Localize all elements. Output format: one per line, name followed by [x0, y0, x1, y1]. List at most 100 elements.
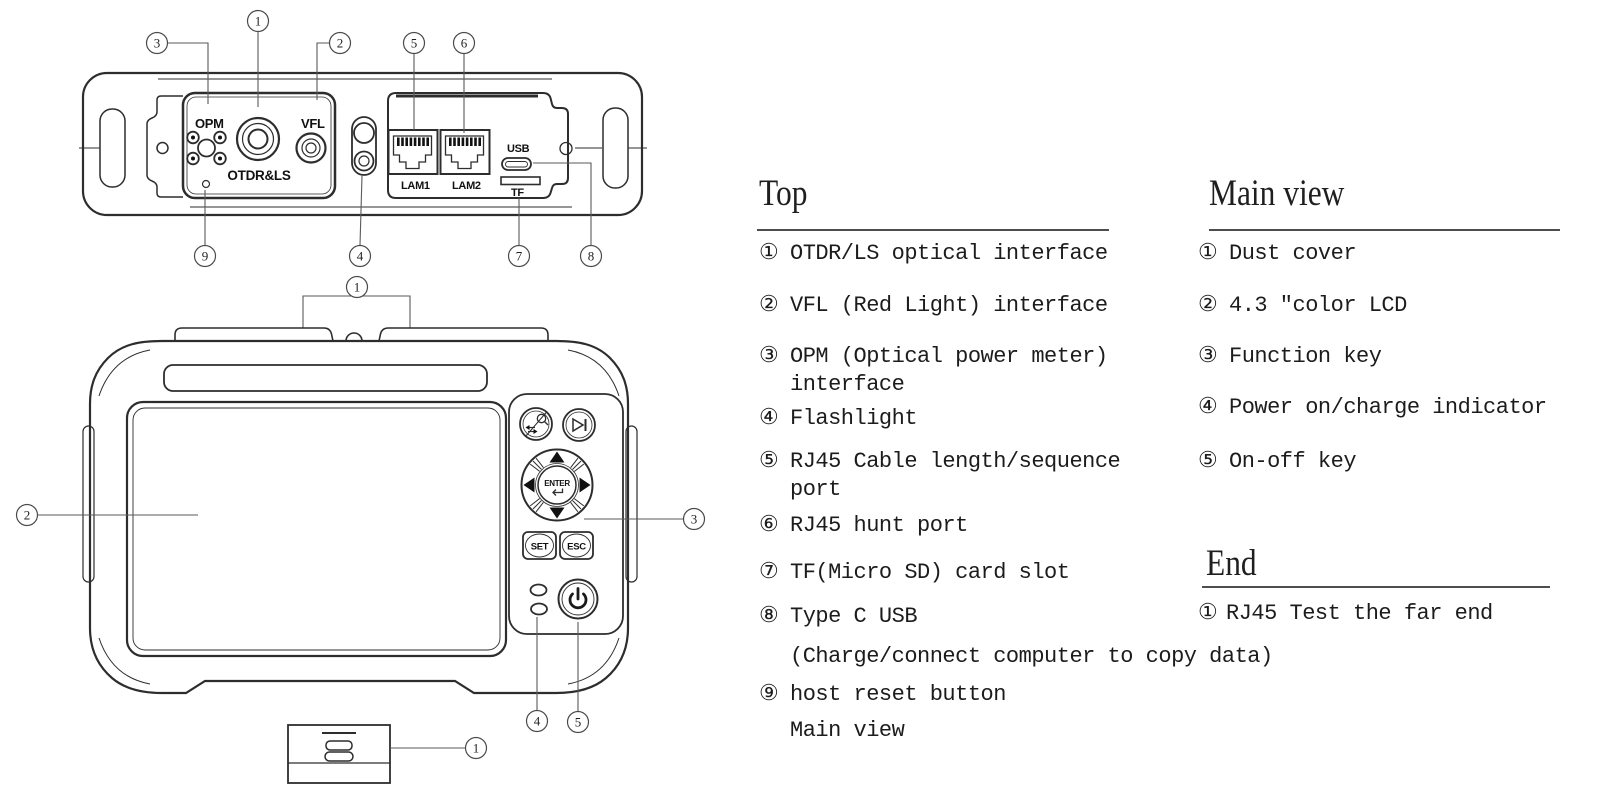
play-icon [572, 417, 585, 433]
otdr-ls-label: OTDR&LS [227, 168, 290, 183]
item-number: ② [759, 293, 779, 318]
item-number: ① [759, 241, 779, 266]
item-number: ③ [1198, 344, 1218, 369]
item-number: ⑨ [759, 682, 779, 707]
magnifier-icon [536, 413, 547, 424]
vfl-port [295, 132, 327, 164]
svg-text:4: 4 [534, 714, 541, 729]
callout-top-7: 7 [507, 244, 531, 268]
item-text: Type C USB [790, 604, 918, 629]
enter-label: ENTER [544, 479, 570, 488]
right-strap-slot [602, 107, 629, 189]
esc-label: ESC [567, 542, 586, 553]
item-number: ⑥ [759, 513, 779, 538]
callout-top-8: 8 [579, 244, 603, 268]
end-view-diagram: 1 [287, 724, 488, 784]
power-indicator-led [530, 602, 548, 616]
item-text: VFL (Red Light) interface [790, 293, 1108, 318]
callout-top-3: 3 [145, 31, 169, 55]
callout-main-4: 4 [525, 709, 549, 733]
main-view-body [88, 339, 630, 695]
reset-hole [201, 179, 211, 189]
device-diagrams: OPM OTDR&LS VFL [15, 9, 706, 784]
item-number: ② [1198, 293, 1218, 318]
item-text: Dust cover [1229, 241, 1357, 266]
power-icon [568, 592, 588, 610]
callout-top-2: 2 [328, 31, 352, 55]
item-text: RJ45 Cable length/sequence [790, 449, 1121, 474]
svg-text:2: 2 [337, 36, 344, 51]
item-number: ① [1198, 601, 1218, 626]
main-view-section-heading: Main view [1209, 173, 1345, 214]
item-number: ④ [1198, 395, 1218, 420]
item-number: ⑧ [759, 604, 779, 629]
arrow-down-icon [549, 507, 565, 519]
dust-cover [174, 327, 334, 342]
item-text: Flashlight [790, 406, 918, 431]
item-text: TF(Micro SD) card slot [790, 560, 1070, 585]
item-text: RJ45 hunt port [790, 513, 968, 538]
optical-panel [181, 91, 337, 200]
item-text: host reset button [790, 682, 1006, 707]
lam2-label: LAM2 [452, 180, 481, 192]
main-view-diagram: ENTER SET ESC 1 2 3 [15, 275, 706, 734]
callout-top-4: 4 [348, 244, 372, 268]
zoom-shift-button [519, 407, 553, 441]
svg-text:3: 3 [154, 36, 161, 51]
legend-top-item-6: ⑥ RJ45 hunt port [759, 512, 968, 540]
svg-text:1: 1 [255, 14, 262, 29]
svg-text:6: 6 [461, 36, 468, 51]
vfl-label: VFL [301, 116, 325, 131]
item-number: ③ [759, 344, 779, 369]
svg-text:8: 8 [588, 249, 595, 264]
opm-port [186, 130, 227, 166]
callout-top-1: 1 [246, 9, 270, 33]
usb-label: USB [507, 143, 530, 155]
tf-card-slot [500, 176, 541, 186]
set-button: SET [522, 531, 557, 560]
callout-top-5: 5 [402, 31, 426, 55]
item-text: OTDR/LS optical interface [790, 241, 1108, 266]
network-panel [387, 92, 569, 199]
otdr-ls-port [235, 116, 281, 162]
item-text: On-off key [1229, 449, 1357, 474]
svg-text:4: 4 [357, 249, 364, 264]
end-section-rule [1202, 586, 1550, 588]
opm-label: OPM [195, 116, 224, 131]
item-number: ⑤ [759, 449, 779, 474]
item-text-line2: Main view [790, 718, 905, 743]
end-view-body [287, 724, 391, 784]
legend-top-item-1: ① OTDR/LS optical interface [759, 240, 1108, 268]
arrow-up-icon [549, 451, 565, 463]
svg-text:5: 5 [411, 36, 418, 51]
callout-main-1: 1 [345, 275, 369, 299]
legend-main-item-5: ⑤ On-off key [1198, 448, 1357, 476]
end-section-heading: End [1206, 543, 1257, 584]
callout-main-2: 2 [15, 503, 39, 527]
arrow-right-icon [579, 477, 591, 493]
top-section-rule [757, 229, 1109, 231]
play-pause-button [562, 408, 596, 442]
swap-arrows-icon [525, 425, 538, 434]
speaker-grille [163, 364, 488, 392]
svg-text:2: 2 [24, 508, 31, 523]
svg-text:1: 1 [354, 280, 361, 295]
tf-label: TF [511, 187, 524, 199]
left-strap-slot [99, 108, 126, 188]
item-number: ⑤ [1198, 449, 1218, 474]
item-text: OPM (Optical power meter) [790, 344, 1108, 369]
legend-top-item-2: ② VFL (Red Light) interface [759, 292, 1108, 320]
top-view-body [81, 71, 644, 217]
screw-hole [156, 141, 169, 155]
flashlight [351, 116, 377, 176]
return-arrow-icon [552, 488, 564, 496]
